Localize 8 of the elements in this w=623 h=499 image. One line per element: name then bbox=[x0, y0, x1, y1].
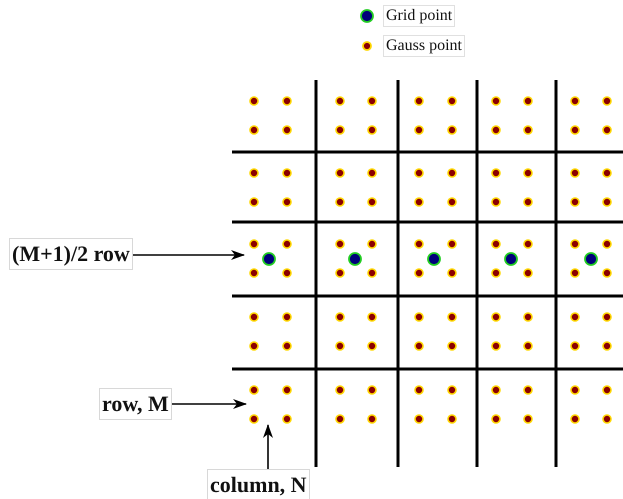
row-column-label: column, N bbox=[207, 469, 310, 499]
arrow bbox=[172, 399, 247, 409]
legend-label: Gauss point bbox=[383, 35, 465, 57]
legend-label: Grid point bbox=[383, 5, 456, 27]
row-column-label: (M+1)/2 row bbox=[9, 238, 133, 270]
arrow bbox=[263, 424, 273, 469]
arrow bbox=[132, 250, 245, 260]
row-column-label: row, M bbox=[99, 388, 172, 420]
